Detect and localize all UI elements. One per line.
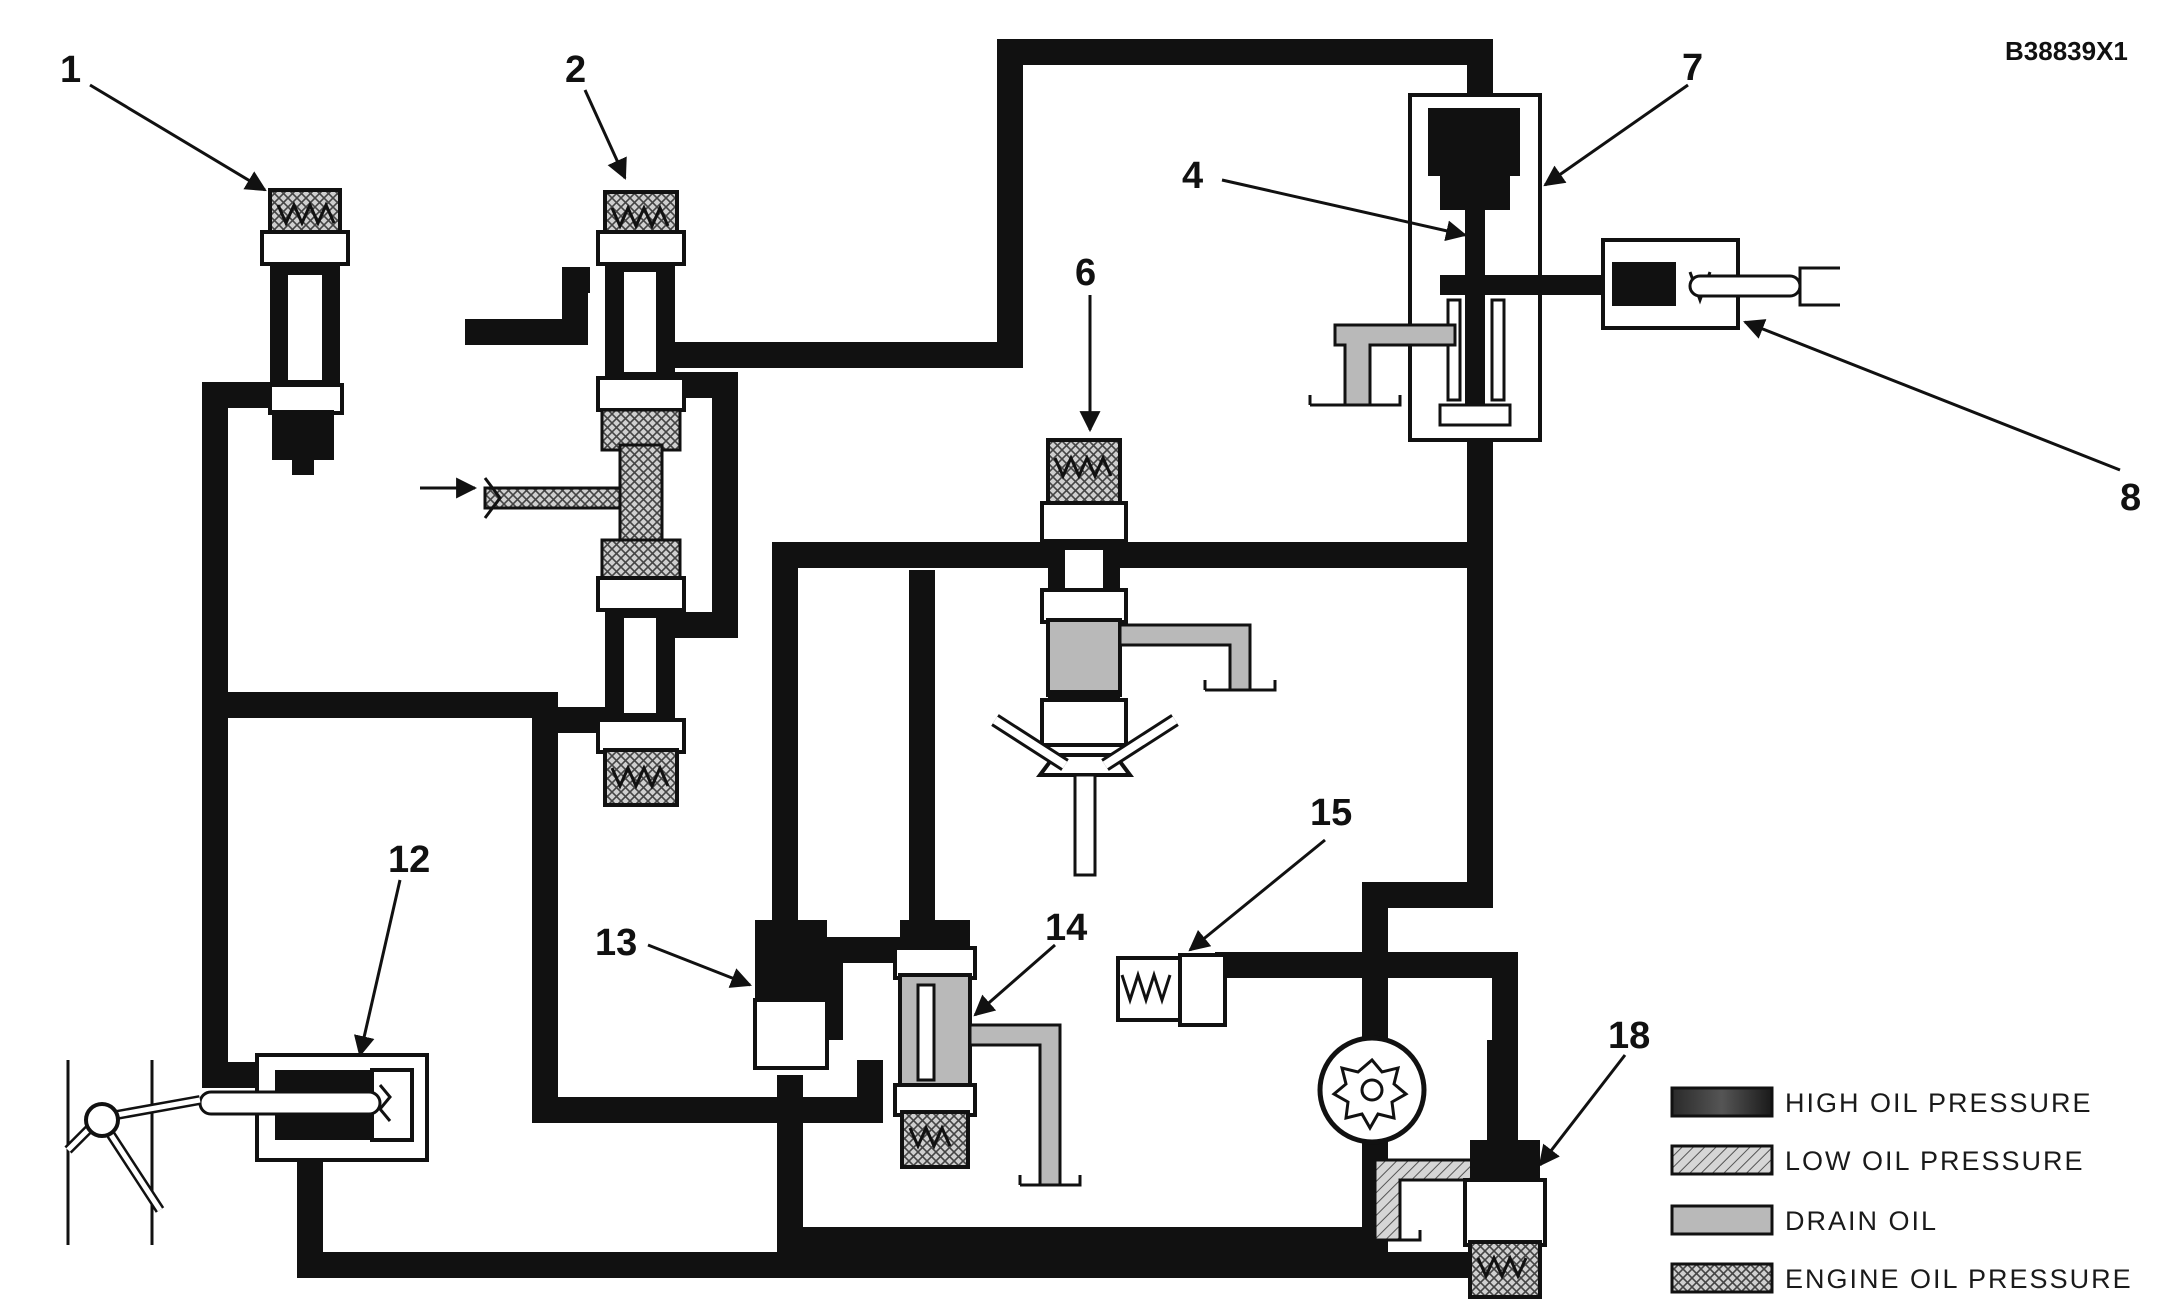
callout-14: 14: [1045, 907, 1087, 949]
callout-6: 6: [1075, 252, 1096, 294]
valve-12: [64, 1053, 429, 1245]
legend-item-drain: DRAIN OIL: [1670, 1204, 1938, 1236]
valve-15: [1116, 953, 1227, 1027]
legend-item-engine: ENGINE OIL PRESSURE: [1670, 1262, 2133, 1294]
legend-swatch-engine: [1670, 1262, 1774, 1294]
piston-8: [1601, 238, 1840, 330]
valve-14: [893, 920, 1082, 1187]
legend-swatch-drain: [1670, 1204, 1774, 1236]
legend-swatch-high: [1670, 1086, 1774, 1118]
callout-8: 8: [2120, 477, 2141, 519]
legend-label-low: LOW OIL PRESSURE: [1785, 1146, 2085, 1176]
legend-item-low: LOW OIL PRESSURE: [1670, 1144, 2085, 1176]
legend-label-drain: DRAIN OIL: [1785, 1206, 1938, 1236]
callout-7: 7: [1682, 47, 1703, 89]
callout-13: 13: [595, 922, 637, 964]
callout-4: 4: [1182, 155, 1203, 197]
valve-1: [260, 188, 350, 475]
callout-labels: 1 2 4 6 7 8 12 13 14 15 18: [60, 47, 2141, 1057]
valve-18: [1463, 1140, 1547, 1299]
legend-swatch-low: [1670, 1144, 1774, 1176]
callout-1: 1: [60, 49, 81, 91]
callout-18: 18: [1608, 1015, 1650, 1057]
legend: HIGH OIL PRESSURE LOW OIL PRESSURE DRAIN…: [1670, 1086, 2133, 1294]
oil-pump: [1317, 1035, 1482, 1242]
valve-7: [1308, 93, 1615, 442]
valve-6: [991, 438, 1277, 877]
callout-12: 12: [388, 839, 430, 881]
legend-label-engine: ENGINE OIL PRESSURE: [1785, 1264, 2133, 1294]
legend-label-high: HIGH OIL PRESSURE: [1785, 1088, 2093, 1118]
callout-2: 2: [565, 49, 586, 91]
leader-arrows: [89, 83, 2121, 1167]
figure-id: B38839X1: [2005, 36, 2128, 66]
legend-item-high: HIGH OIL PRESSURE: [1670, 1086, 2093, 1118]
valve-2: [420, 190, 686, 807]
pressure-lines: [202, 39, 1518, 1278]
valve-13: [753, 920, 829, 1070]
callout-15: 15: [1310, 792, 1352, 834]
